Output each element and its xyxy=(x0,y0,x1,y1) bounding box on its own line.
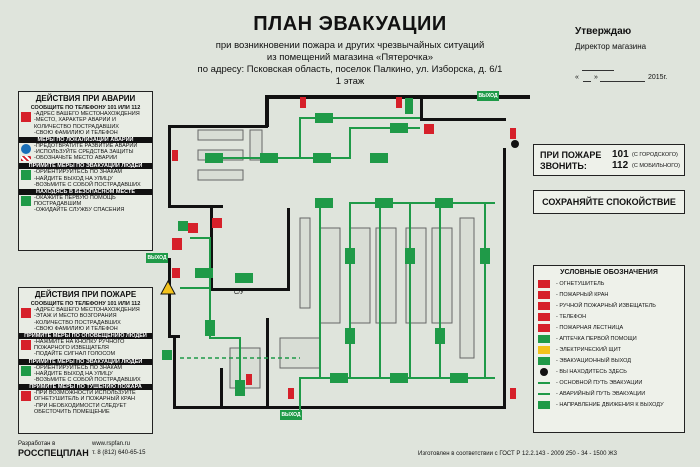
legend-label: - ВЫ НАХОДИТЕСЬ ЗДЕСЬ xyxy=(556,368,627,375)
fire-call: СООБЩИТЕ ПО ТЕЛЕФОНУ 101 ИЛИ 112 xyxy=(30,301,141,307)
legend-icon xyxy=(538,381,550,384)
phone-label2: ЗВОНИТЬ: xyxy=(540,161,587,171)
hazard-tape-icon xyxy=(21,156,31,162)
legend-label: - ОГНЕТУШИТЕЛЬ xyxy=(556,280,605,287)
legend-label: - ТЕЛЕФОН xyxy=(556,313,587,320)
floor-plan xyxy=(150,91,530,420)
phone-icon xyxy=(21,308,31,319)
legend-item: - АПТЕЧКА ПЕРВОЙ ПОМОЩИ xyxy=(534,333,684,344)
legend-label: - АПТЕЧКА ПЕРВОЙ ПОМОЩИ xyxy=(556,335,637,342)
legend-item: - ПОЖАРНАЯ ЛЕСТНИЦА xyxy=(534,322,684,333)
legend-icon xyxy=(538,334,550,343)
legend-item: - ОГНЕТУШИТЕЛЬ xyxy=(534,278,684,289)
approval-day-line xyxy=(583,81,591,82)
footer-phone: т. 8 (812) 640-65-15 xyxy=(92,450,146,456)
legend-icon xyxy=(538,345,550,354)
fire-evac-heading: ПРИМИТЕ МЕРЫ ПО ЭВАКУАЦИИ ЛЮДЕЙ xyxy=(19,358,152,365)
approval-title: Утверждаю xyxy=(575,26,632,37)
extinguisher-icon xyxy=(21,391,31,402)
accident-call-items: -АДРЕС ВАШЕГО МЕСТОНАХОЖДЕНИЯ-МЕСТО, ХАР… xyxy=(34,111,140,136)
accident-safe-heading: НАХОДЯСЬ В БЕЗОПАСНОМ МЕСТЕ xyxy=(19,189,152,196)
phone-num1-note: (С ГОРОДСКОГО) xyxy=(632,152,678,158)
legend-icon xyxy=(538,301,550,310)
approval-year: 2015г. xyxy=(648,74,668,81)
legend-item: - РУЧНОЙ ПОЖАРНЫЙ ИЗВЕЩАТЕЛЬ xyxy=(534,300,684,311)
legend-item: - ЭВАКУАЦИОННЫЙ ВЫХОД xyxy=(534,355,684,366)
legend-item: - АВАРИЙНЫЙ ПУТЬ ЭВАКУАЦИИ xyxy=(534,388,684,399)
accident-evac-heading: ПРИМИТЕ МЕРЫ ПО ЭВАКУАЦИИ ЛЮДЕЙ xyxy=(19,163,152,170)
calm-box: СОХРАНЯЙТЕ СПОКОЙСТВИЕ xyxy=(533,190,685,214)
exit-running-icon xyxy=(21,365,31,376)
legend-item: - ПОЖАРНЫЙ КРАН xyxy=(534,289,684,300)
legend-icon xyxy=(538,356,550,365)
footer-site: www.rspfan.ru xyxy=(92,441,131,447)
fire-heading: ДЕЙСТВИЯ ПРИ ПОЖАРЕ xyxy=(34,290,137,299)
accident-panel: ДЕЙСТВИЯ ПРИ АВАРИИ СООБЩИТЕ ПО ТЕЛЕФОНУ… xyxy=(18,91,153,251)
subtitle-line1: при возникновении пожара и других чрезвы… xyxy=(215,40,485,51)
phone-num2: 112 xyxy=(612,160,629,171)
legend-icon xyxy=(540,367,548,376)
footer-company: РОССПЕЦПЛАН xyxy=(18,448,89,458)
legend-icon xyxy=(538,400,550,409)
page-title: ПЛАН ЭВАКУАЦИИ xyxy=(253,13,447,35)
legend-label: - НАПРАВЛЕНИЕ ДВИЖЕНИЯ К ВЫХОДУ xyxy=(556,401,664,408)
accident-call: СООБЩИТЕ ПО ТЕЛЕФОНУ 101 ИЛИ 112 xyxy=(30,105,141,111)
fire-alert-heading: ПРИМИТЕ МЕРЫ ПО ОПОВЕЩЕНИЮ ЛЮДЕЙ xyxy=(19,333,152,340)
legend-list: - ОГНЕТУШИТЕЛЬ - ПОЖАРНЫЙ КРАН - РУЧНОЙ ПО… xyxy=(534,278,684,410)
approval-month-line xyxy=(600,81,645,82)
legend-item: - ТЕЛЕФОН xyxy=(534,311,684,322)
legend-item: - ОСНОВНОЙ ПУТЬ ЭВАКУАЦИИ xyxy=(534,377,684,388)
subtitle-line2: из помещений магазина «Пятерочка» xyxy=(266,52,434,63)
phone-num2-note: (С МОБИЛЬНОГО) xyxy=(632,163,681,169)
legend-icon xyxy=(538,290,550,299)
approval-position: Директор магазина xyxy=(575,42,647,51)
legend-label: - ПОЖАРНАЯ ЛЕСТНИЦА xyxy=(556,324,624,331)
fire-panel: ДЕЙСТВИЯ ПРИ ПОЖАРЕ СООБЩИТЕ ПО ТЕЛЕФОНУ… xyxy=(18,287,153,434)
legend-icon xyxy=(538,323,550,332)
legend-item: - ВЫ НАХОДИТЕСЬ ЗДЕСЬ xyxy=(534,366,684,377)
exit-sign-top: ВЫХОД xyxy=(477,91,499,101)
phone-label1: ПРИ ПОЖАРЕ xyxy=(540,150,602,160)
direction-signs xyxy=(162,98,490,396)
floor-label: 1 этаж xyxy=(335,76,365,87)
phone-box: ПРИ ПОЖАРЕ ЗВОНИТЬ: 101 (С ГОРОДСКОГО) 1… xyxy=(533,144,685,176)
legend-label: - РУЧНОЙ ПОЖАРНЫЙ ИЗВЕЩАТЕЛЬ xyxy=(556,302,656,309)
legend-icon xyxy=(538,279,550,288)
legend-label: - ОСНОВНОЙ ПУТЬ ЭВАКУАЦИИ xyxy=(556,379,643,386)
legend-icon xyxy=(538,392,550,395)
footer-dev-label: Разработан в xyxy=(18,441,56,447)
protection-icon xyxy=(21,144,31,155)
legend-item: - ЭЛЕКТРИЧЕСКИЙ ЩИТ xyxy=(534,344,684,355)
phone-icon xyxy=(21,112,31,123)
legend-heading: УСЛОВНЫЕ ОБОЗНАЧЕНИЯ xyxy=(560,269,658,276)
legend-label: - ЭЛЕКТРИЧЕСКИЙ ЩИТ xyxy=(556,346,622,353)
footer-gost: Изготовлен в соответствии с ГОСТ Р 12.2.… xyxy=(418,451,617,457)
exit-sign-bottom: ВЫХОД xyxy=(280,410,302,420)
alarm-button-icon xyxy=(21,340,31,351)
electric-panel-icon xyxy=(160,279,176,295)
fire-extinguish-heading: ПРИМИТЕ МЕРЫ ПО ТУШЕНИЮ ПОЖАРА xyxy=(19,384,152,391)
accident-heading: ДЕЙСТВИЯ ПРИ АВАРИИ xyxy=(35,94,136,103)
subtitle-line3: по адресу: Псковская область, поселок Па… xyxy=(197,64,503,75)
approval-date-open: « xyxy=(575,74,579,81)
legend-label: - ПОЖАРНЫЙ КРАН xyxy=(556,291,609,298)
legend-item: - НАПРАВЛЕНИЕ ДВИЖЕНИЯ К ВЫХОДУ xyxy=(534,399,684,410)
room-wc-label: С/У xyxy=(234,290,244,296)
legend-label: - ЭВАКУАЦИОННЫЙ ВЫХОД xyxy=(556,357,632,364)
you-are-here-marker xyxy=(511,140,519,148)
legend-label: - АВАРИЙНЫЙ ПУТЬ ЭВАКУАЦИИ xyxy=(556,390,646,397)
approval-date-close: » xyxy=(594,74,598,81)
approval-signature-line xyxy=(582,70,614,71)
fire-equipment xyxy=(172,97,516,399)
accident-localize-heading: МЕРЫ ПО ЛОКАЛИЗАЦИИ АВАРИИ xyxy=(19,137,152,144)
phone-num1: 101 xyxy=(612,149,629,160)
exit-running-icon xyxy=(21,170,31,181)
first-aid-icon xyxy=(21,196,31,207)
legend-icon xyxy=(538,312,550,321)
exit-sign-left: ВЫХОД xyxy=(146,253,168,263)
legend-box: УСЛОВНЫЕ ОБОЗНАЧЕНИЯ - ОГНЕТУШИТЕЛЬ - ПОЖ… xyxy=(533,265,685,433)
